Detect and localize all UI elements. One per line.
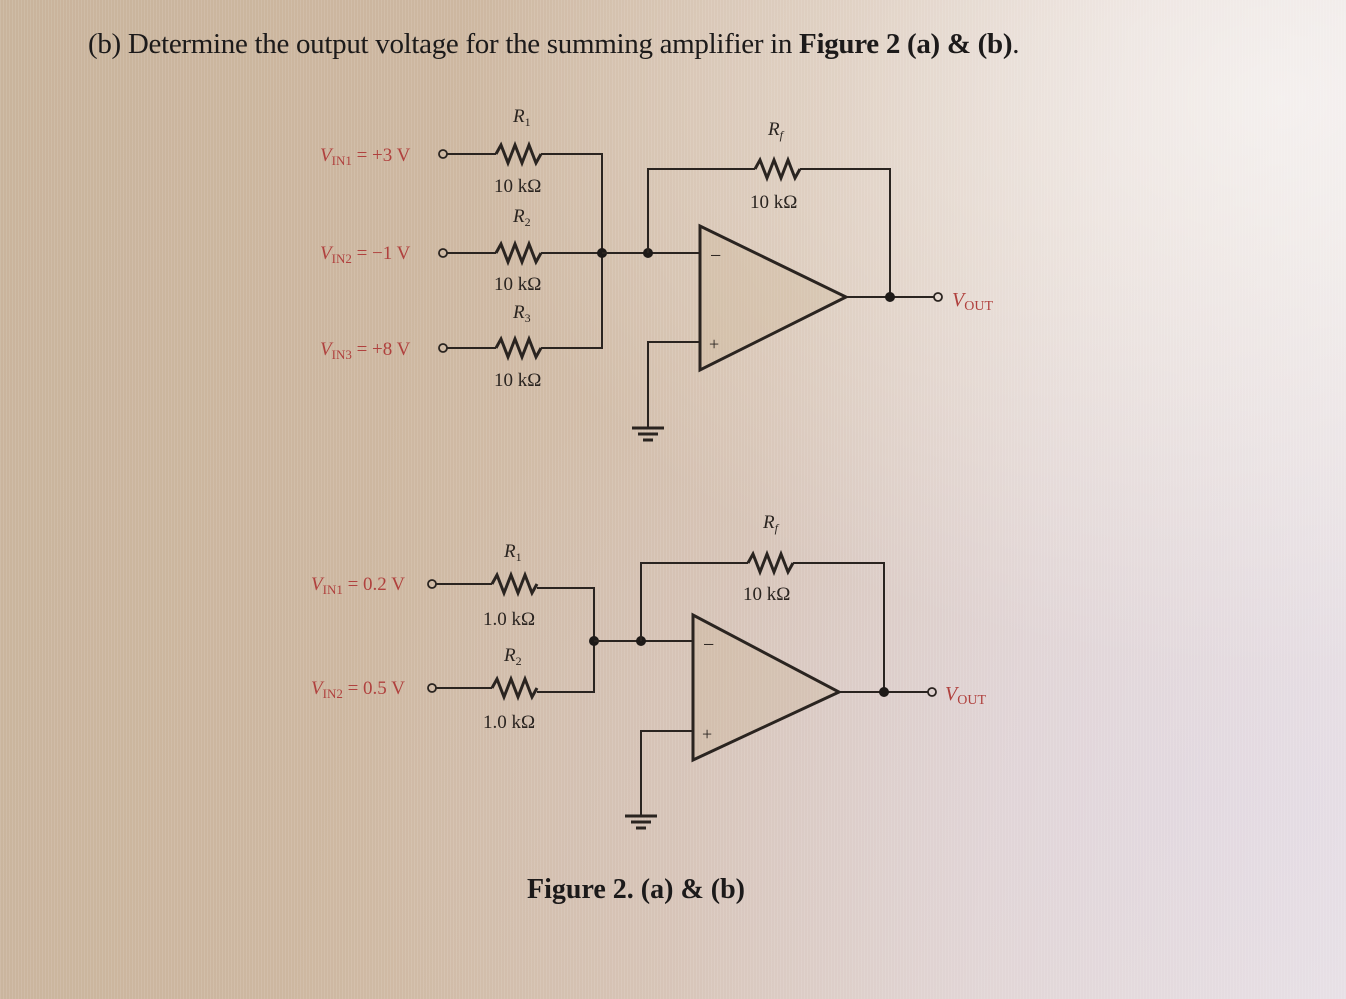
opamp-triangle-icon [698, 223, 850, 373]
r1-value: 1.0 kΩ [483, 609, 535, 630]
vout-label: VOUT [952, 289, 993, 314]
vin2-label: VIN2 = 0.5 V [311, 678, 405, 701]
r2-value: 1.0 kΩ [483, 712, 535, 733]
output-terminal-icon [933, 292, 943, 302]
figure-b: VIN1 = 0.2 V R1 1.0 kΩ VIN2 = 0.5 V R2 1… [311, 512, 986, 830]
figure-caption: Figure 2. (a) & (b) [527, 874, 745, 905]
question-suffix: . [1012, 28, 1020, 60]
figure-b-feedback: Rf 10 kΩ [640, 512, 885, 692]
resistor-rf-icon [753, 155, 802, 183]
input-terminal-icon [438, 343, 448, 353]
inverting-input-sign: − [703, 634, 714, 656]
question-prefix: (b) Determine the output voltage for the… [88, 28, 800, 60]
output-terminal-icon [927, 687, 937, 697]
figure-b-output: VOUT [839, 683, 986, 708]
figure-a: VIN1 = +3 V R1 10 kΩ VIN2 = −1 V R2 10 k… [320, 106, 993, 442]
noninverting-input-sign: + [702, 724, 712, 744]
input-terminal-icon [427, 579, 437, 589]
rf-value: 10 kΩ [743, 584, 790, 605]
resistor-r1-icon [490, 570, 539, 598]
resistor-r2-icon [490, 674, 539, 702]
r2-label: R2 [512, 206, 531, 229]
figure-b-input-2: VIN2 = 0.5 V R2 1.0 kΩ [311, 641, 595, 733]
resistor-rf-icon [746, 549, 795, 577]
question-figure-ref: Figure 2 (a) & (b) [799, 28, 1013, 60]
r1-label: R1 [503, 541, 522, 564]
resistor-r2-icon [494, 239, 543, 267]
junction-dot-icon [879, 687, 889, 697]
r3-label: R3 [512, 302, 531, 325]
r1-label: R1 [512, 106, 531, 129]
r3-value: 10 kΩ [494, 370, 541, 391]
input-terminal-icon [438, 149, 448, 159]
figure-a-input-1: VIN1 = +3 V R1 10 kΩ [320, 106, 603, 253]
input-terminal-icon [438, 248, 448, 258]
opamp-triangle-icon [691, 612, 843, 763]
figure-b-ground [625, 730, 693, 830]
r2-label: R2 [503, 645, 522, 668]
inverting-input-sign: − [710, 245, 721, 267]
figure-a-input-2: VIN2 = −1 V R2 10 kΩ [320, 206, 602, 295]
junction-dot-icon [885, 292, 895, 302]
figure-a-output: VOUT [846, 289, 993, 314]
vin2-label: VIN2 = −1 V [320, 243, 411, 266]
question-text: (b) Determine the output voltage for the… [88, 28, 1019, 61]
rf-value: 10 kΩ [750, 192, 797, 213]
r1-value: 10 kΩ [494, 176, 541, 197]
figure-a-input-3: VIN3 = +8 V R3 10 kΩ [320, 253, 603, 391]
vin1-label: VIN1 = +3 V [320, 145, 411, 168]
vout-label: VOUT [945, 683, 986, 708]
resistor-r1-icon [494, 140, 543, 168]
input-terminal-icon [427, 683, 437, 693]
rf-label: Rf [767, 119, 785, 142]
vin3-label: VIN3 = +8 V [320, 339, 411, 362]
figure-a-opamp: − + [698, 223, 850, 373]
figure-a-ground [632, 341, 700, 442]
figure-b-opamp: − + [691, 612, 843, 763]
figure-a-feedback: Rf 10 kΩ [647, 119, 891, 297]
rf-label: Rf [762, 512, 780, 535]
r2-value: 10 kΩ [494, 274, 541, 295]
resistor-r3-icon [494, 334, 543, 362]
vin1-label: VIN1 = 0.2 V [311, 574, 405, 597]
figure-b-input-1: VIN1 = 0.2 V R1 1.0 kΩ [311, 541, 595, 641]
noninverting-input-sign: + [709, 334, 719, 354]
